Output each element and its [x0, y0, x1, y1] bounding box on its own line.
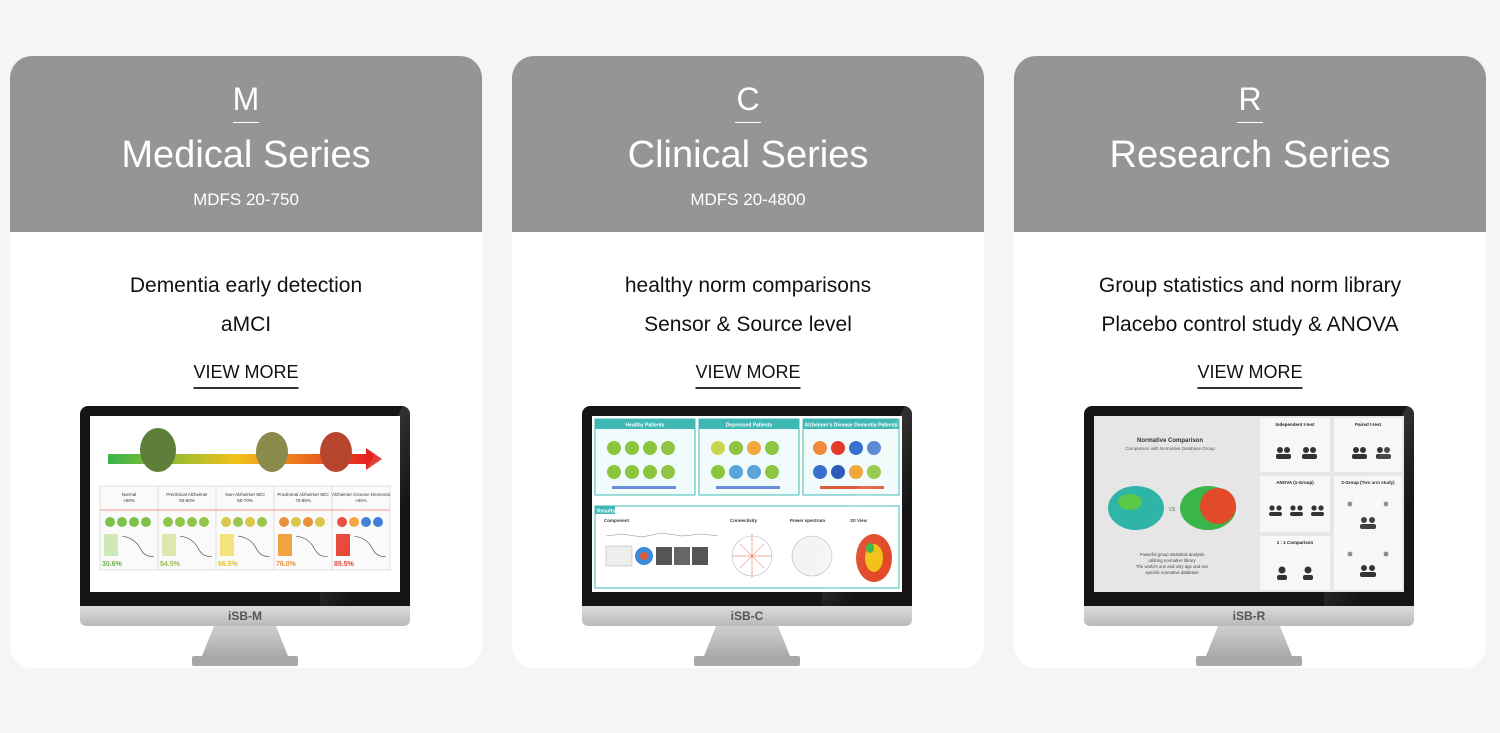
screen-subheading: Comparison with Normative Database Group [1125, 446, 1215, 451]
panel-title: 3D View [850, 518, 868, 523]
stage-range: 50-60% [179, 498, 195, 503]
letter-underline [735, 122, 761, 123]
panel-title: Component [604, 518, 629, 523]
screen-heading: Normative Comparison [1137, 438, 1203, 444]
caption-line: utilizing normative library [1148, 558, 1196, 563]
stage-range: 60-70% [237, 498, 253, 503]
monitor-label: iSB-C [582, 606, 912, 626]
panel-title: Connectivity [730, 518, 758, 523]
card-header: M Medical Series MDFS 20-750 [10, 56, 482, 232]
model-code: MDFS 20-750 [193, 190, 299, 209]
monitor-image: Normal <50% Preclinical Alzheimer 50-60%… [80, 406, 410, 668]
card-header: R Research Series [1014, 56, 1486, 232]
caption-line: specific normative database [1145, 570, 1199, 575]
letter-underline [233, 122, 259, 123]
view-more-link[interactable]: VIEW MORE [1197, 361, 1303, 389]
stage-name: Normal [122, 492, 137, 497]
test-title: 2-Group (Two arm study) [1341, 480, 1395, 485]
monitor-base [1196, 656, 1302, 666]
monitor-image: Normative Comparison Comparison with Nor… [1084, 406, 1414, 668]
series-letter: M [232, 81, 260, 117]
series-title: Research Series [1109, 134, 1391, 176]
stage-name: Preclinical Alzheimer [166, 492, 208, 497]
stage-range: >85% [355, 498, 367, 503]
monitor-stand [1206, 626, 1292, 656]
feature-item: Placebo control study & ANOVA [1101, 313, 1399, 336]
stage-name: Non-Alzheimer MCI [225, 492, 264, 497]
feature-list: healthy norm comparisons Sensor & Source… [512, 266, 984, 344]
monitor-bezel: Healthy Patients Depressed Patients Alzh… [582, 406, 912, 606]
test-panels [1260, 418, 1402, 590]
monitor-screen: Normal <50% Preclinical Alzheimer 50-60%… [90, 416, 400, 592]
series-title: Clinical Series [627, 134, 869, 176]
clinical-series-card: C Clinical Series MDFS 20-4800 healthy n… [512, 56, 984, 668]
group-title: Alzheimer's Disease Dementia Patients [805, 423, 898, 429]
risk-percent: 30.6% [102, 561, 123, 568]
dementia-progression-graphic: Normal <50% Preclinical Alzheimer 50-60%… [99, 428, 391, 571]
stage-name: Prodromal Alzheimer MCI [277, 492, 328, 497]
arrow-head [366, 448, 382, 470]
monitor-stand [704, 626, 790, 656]
feature-item: aMCI [220, 313, 272, 336]
card-header: C Clinical Series MDFS 20-4800 [512, 56, 984, 232]
caption-line: The world's one and only age and sex [1136, 564, 1209, 569]
monitor-bezel: Normal <50% Preclinical Alzheimer 50-60%… [80, 406, 410, 606]
risk-percent: 54.5% [160, 561, 181, 568]
series-letter: C [736, 81, 760, 117]
monitor-screen: Healthy Patients Depressed Patients Alzh… [592, 416, 902, 592]
risk-percent: 66.5% [218, 561, 239, 568]
feature-list: Group statistics and norm library Placeb… [1014, 266, 1486, 344]
progression-arrow [108, 454, 366, 464]
caption-line: Powerful group statistical analysis [1140, 552, 1204, 557]
letter-underline [1237, 122, 1263, 123]
view-more-link[interactable]: VIEW MORE [695, 361, 801, 389]
series-cards: M Medical Series MDFS 20-750 Dementia ea… [0, 56, 1500, 668]
model-code: MDFS 20-4800 [690, 190, 806, 209]
feature-item: Sensor & Source level [644, 313, 852, 336]
head-tree-icon [256, 432, 288, 472]
results-label: Results [597, 509, 615, 515]
monitor-label: iSB-M [80, 606, 410, 626]
head-tree-icon [320, 432, 352, 472]
test-title: Independent t-test [1276, 422, 1316, 427]
monitor-stand [202, 626, 288, 656]
series-letter: R [1238, 81, 1262, 117]
feature-item: healthy norm comparisons [624, 274, 872, 297]
stage-range: <50% [123, 498, 135, 503]
stage-range: 70-85% [295, 498, 311, 503]
feature-item: Dementia early detection [129, 274, 363, 297]
stage-name: Alzheimer Disease Dementia [332, 492, 391, 497]
group-title: Depressed Patients [726, 423, 773, 429]
vs-label: VS [1169, 507, 1176, 513]
monitor-screen: Normative Comparison Comparison with Nor… [1094, 416, 1404, 592]
results-tab [595, 506, 615, 514]
monitor-base [192, 656, 298, 666]
group-title: Healthy Patients [626, 423, 665, 429]
risk-percent: 85.5% [334, 561, 355, 568]
risk-percent: 76.0% [276, 561, 297, 568]
test-title: ANOVA (1-Group) [1276, 480, 1314, 485]
monitor-label: iSB-R [1084, 606, 1414, 626]
monitor-image: Healthy Patients Depressed Patients Alzh… [582, 406, 912, 668]
test-title: Paired t-test [1355, 422, 1382, 427]
group-panels [594, 418, 900, 496]
clinical-comparison-graphic: Healthy Patients Depressed Patients Alzh… [594, 418, 900, 589]
panel-title: Power spectrum [790, 518, 825, 523]
series-title: Medical Series [121, 134, 371, 176]
monitor-bezel: Normative Comparison Comparison with Nor… [1084, 406, 1414, 606]
view-more-link[interactable]: VIEW MORE [193, 361, 299, 389]
research-statistics-graphic: Normative Comparison Comparison with Nor… [1094, 416, 1402, 592]
feature-list: Dementia early detection aMCI [10, 266, 482, 344]
test-title: 1 : 1 Comparison [1277, 540, 1314, 545]
feature-item: Group statistics and norm library [1098, 274, 1402, 297]
research-series-card: R Research Series Group statistics and n… [1014, 56, 1486, 668]
monitor-base [694, 656, 800, 666]
medical-series-card: M Medical Series MDFS 20-750 Dementia ea… [10, 56, 482, 668]
head-tree-icon [140, 428, 176, 472]
